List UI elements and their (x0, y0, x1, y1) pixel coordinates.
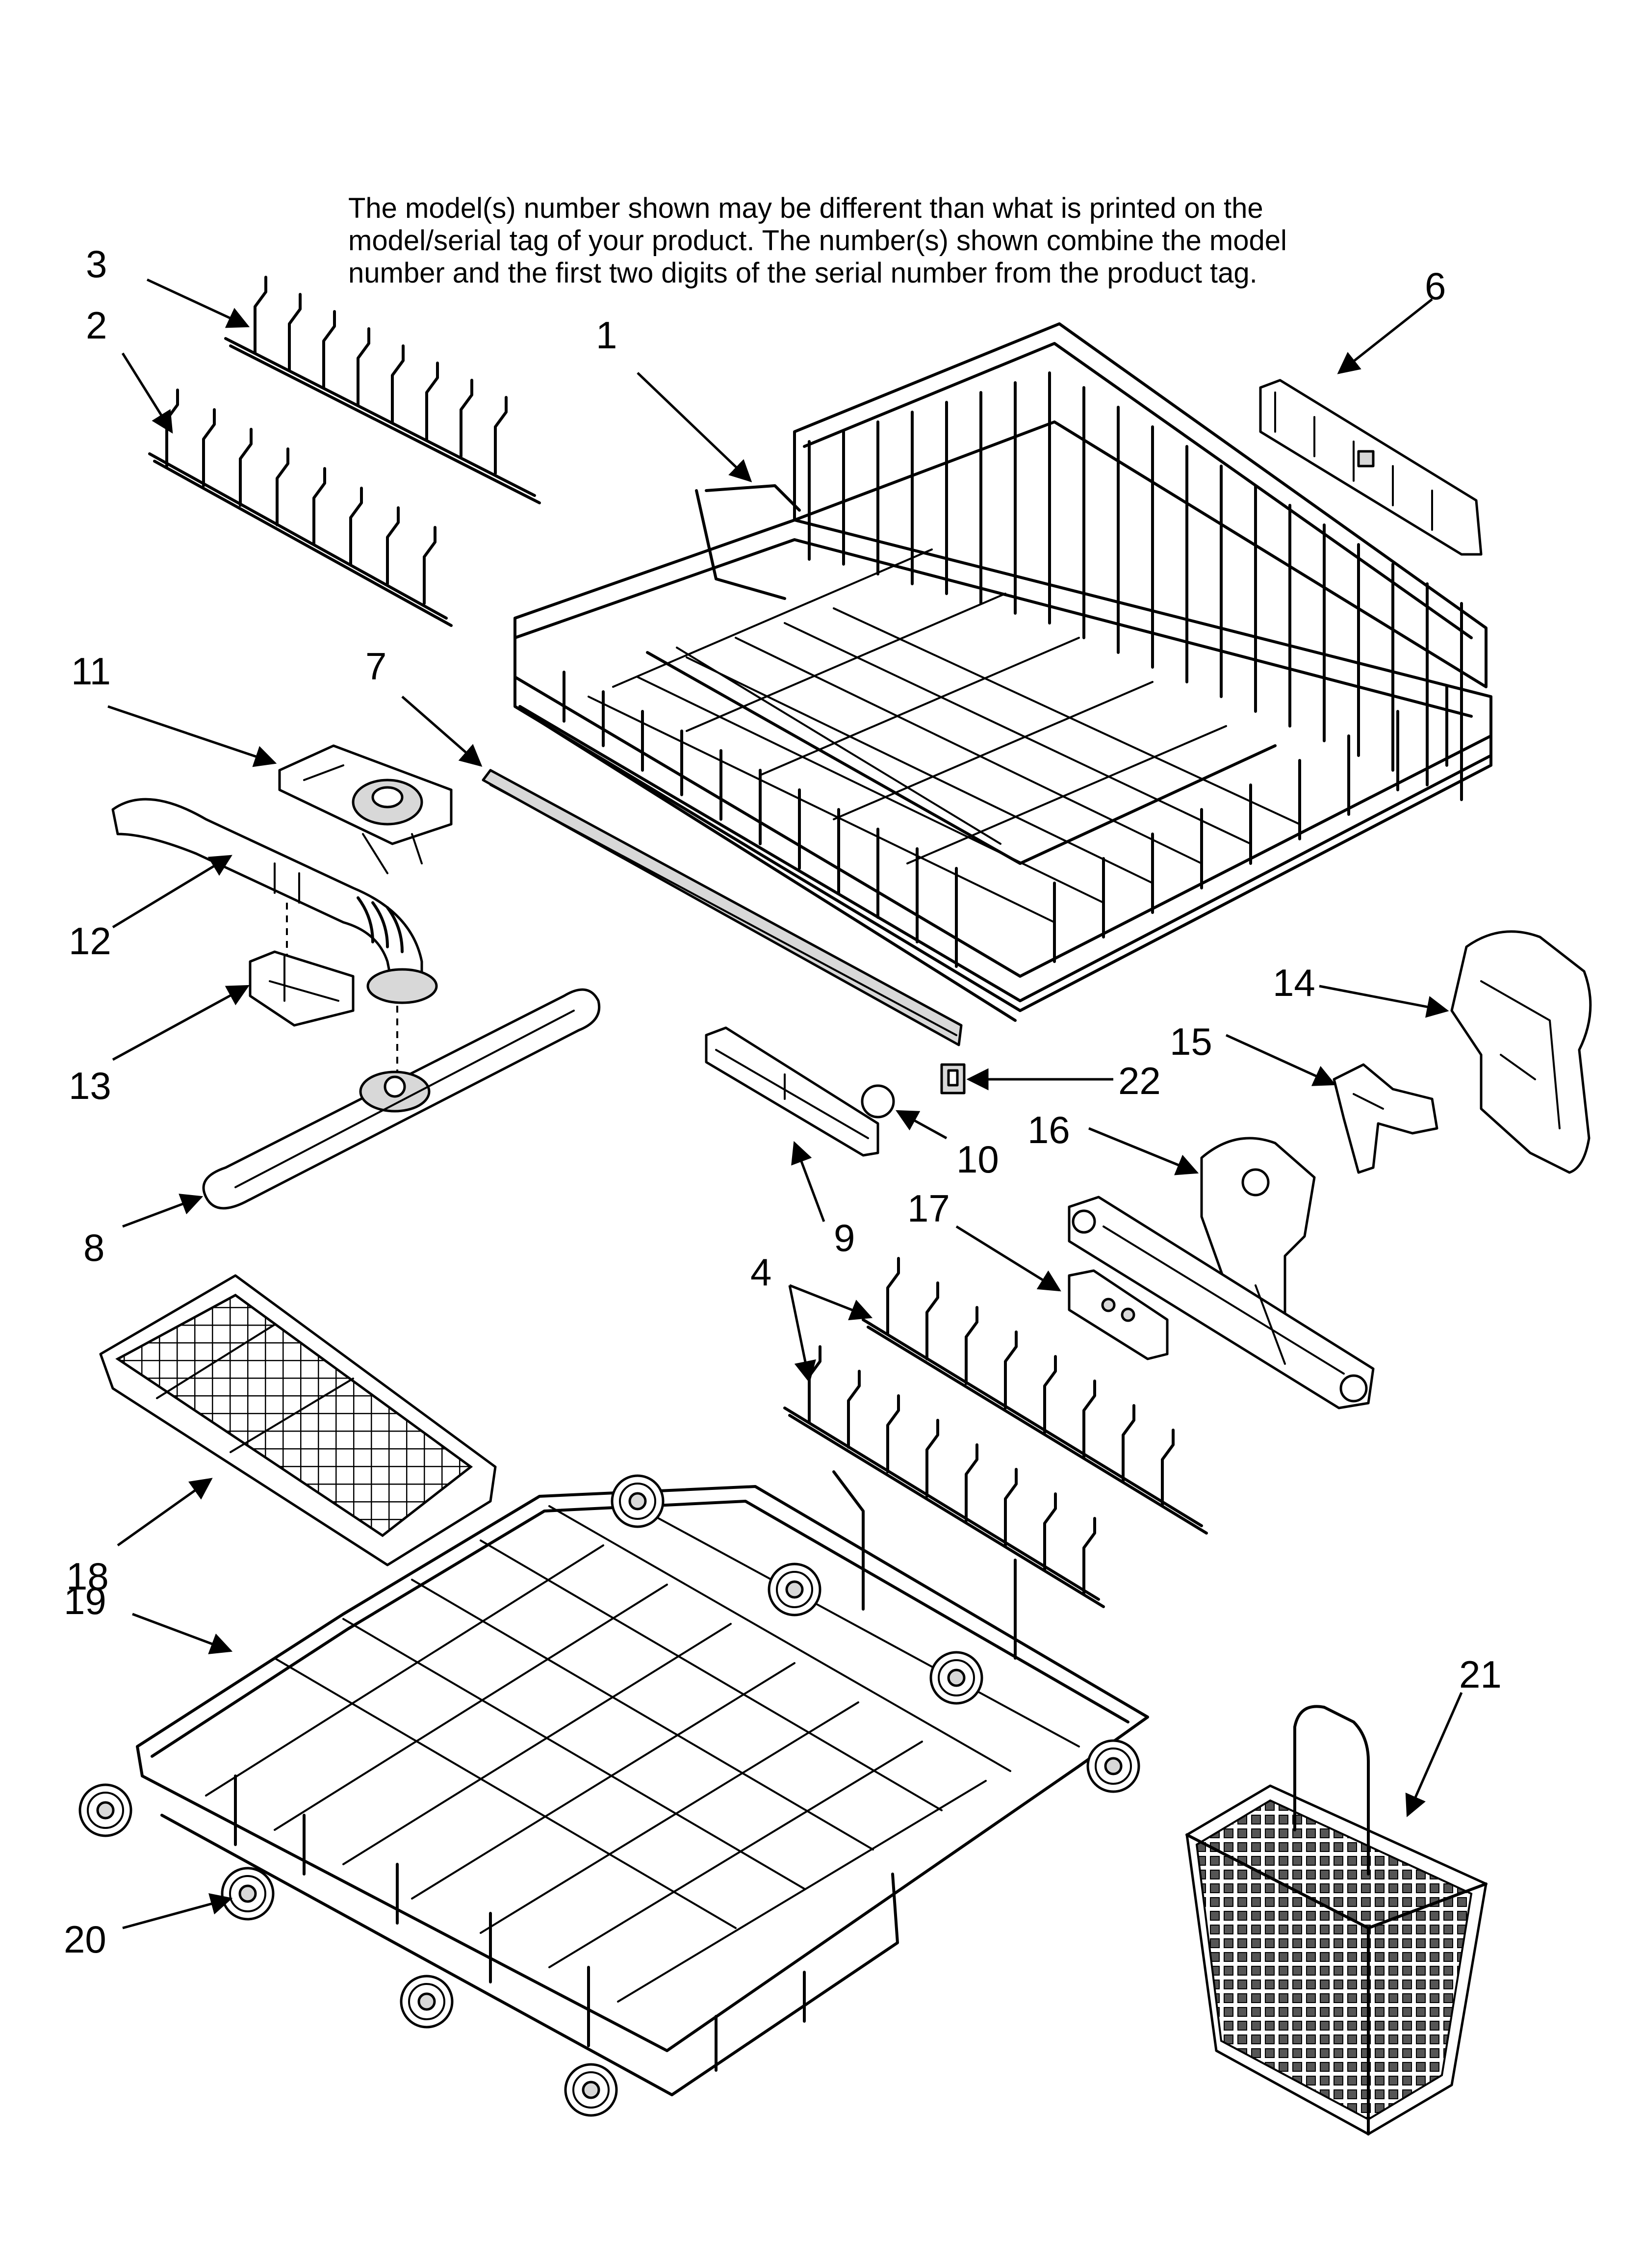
part-9-slide (705, 1026, 879, 1157)
part-20-wheel-front-right (565, 2064, 616, 2115)
callout-21: 21 (1459, 1653, 1502, 1696)
callout-7: 7 (365, 645, 386, 688)
callout-8: 8 (83, 1226, 104, 1269)
model-number-disclaimer: The model(s) number shown may be differe… (348, 192, 1378, 289)
part-1-upper-rack (513, 322, 1492, 1022)
disclaimer-line-2: model/serial tag of your product. The nu… (348, 225, 1287, 257)
callout-2: 2 (86, 304, 107, 347)
part-2-tine-row (148, 390, 453, 627)
part-18-cutlery-tray (99, 1274, 497, 1566)
callout-6: 6 (1425, 264, 1446, 308)
callout-17: 17 (907, 1187, 950, 1230)
callout-16: 16 (1027, 1108, 1070, 1151)
callout-9: 9 (834, 1216, 855, 1259)
callout-numbers: 3 2 1 6 11 7 12 13 8 14 15 22 16 10 9 17… (64, 242, 1502, 1961)
part-16-adjuster (1068, 1137, 1375, 1409)
callout-18: 18 (66, 1555, 109, 1598)
callout-14: 14 (1273, 961, 1315, 1004)
part-17-clip (1068, 1269, 1169, 1360)
part-3-tine-row (224, 277, 541, 504)
part-4-tine-row-lower (783, 1347, 1105, 1608)
callout-12: 12 (69, 919, 111, 963)
part-21-silverware-basket (1185, 1705, 1488, 2136)
part-13-bracket (249, 950, 355, 1027)
callout-10: 10 (956, 1138, 999, 1181)
callout-15: 15 (1170, 1020, 1212, 1063)
part-14-cover (1450, 930, 1592, 1174)
part-20-wheel-mid-left (222, 1868, 273, 1919)
callout-20: 20 (64, 1918, 106, 1961)
part-4-tine-row-upper (862, 1258, 1208, 1535)
part-20-wheel-front-left (80, 1785, 131, 1836)
leader-lines (107, 278, 1463, 1929)
part-11-valve (278, 744, 453, 874)
callout-4: 4 (750, 1251, 771, 1294)
callout-22: 22 (1118, 1059, 1161, 1102)
disclaimer-line-1: The model(s) number shown may be differe… (348, 192, 1263, 224)
disclaimer-line-3: number and the first two digits of the s… (348, 257, 1257, 289)
callout-1: 1 (596, 313, 617, 357)
part-8-spray-arm (202, 988, 601, 1210)
part-19-lower-rack (136, 1470, 1149, 2096)
part-10-ball (861, 1084, 895, 1119)
part-7-rail (482, 769, 963, 1046)
part-15-latch (1333, 1063, 1438, 1174)
callout-19: 19 (64, 1579, 106, 1622)
callout-13: 13 (69, 1064, 111, 1107)
part-12-spray-tube (111, 798, 438, 1004)
part-6-clip-strip (1259, 379, 1483, 556)
part-20-wheel-mid-right (401, 1976, 452, 2027)
callout-11: 11 (71, 650, 111, 693)
callout-3: 3 (86, 242, 107, 286)
part-22-clip (940, 1063, 966, 1095)
